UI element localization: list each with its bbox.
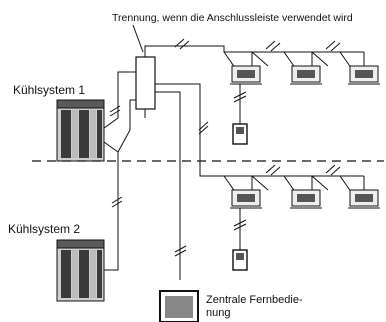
wire-unit2-to-strip xyxy=(103,99,136,271)
central-remote-label-line2: nung xyxy=(206,307,230,319)
indoor-unit-upper-3 xyxy=(348,65,380,85)
indoor-unit-lower-1 xyxy=(230,189,262,209)
indoor-unit-lower-2 xyxy=(290,189,322,209)
indoor-unit-upper-1 xyxy=(230,65,262,85)
terminal-strip xyxy=(135,56,156,110)
remote-control-upper-screen xyxy=(236,127,244,134)
central-remote-control xyxy=(159,290,199,322)
wire-strip-to-lower-group xyxy=(155,83,364,177)
lower-drops xyxy=(223,175,365,197)
separation-note: Trennung, wenn die Anschlussleiste verwe… xyxy=(112,12,353,24)
central-remote-label-line1: Zentrale Fernbedie- xyxy=(206,294,303,306)
wire-strip-to-upper-group xyxy=(144,45,364,57)
indoor-unit-upper-2 xyxy=(290,65,322,85)
outdoor-unit-2 xyxy=(56,239,105,302)
remote-control-lower-screen xyxy=(236,253,244,260)
outdoor-unit-1 xyxy=(56,99,105,162)
system-2-label: Kühlsystem 2 xyxy=(8,222,80,236)
wire-strip-to-central-remote xyxy=(155,91,181,280)
system-1-label: Kühlsystem 1 xyxy=(13,83,85,97)
separation-note-leader xyxy=(132,24,144,53)
wire-tick-marks xyxy=(109,38,341,257)
indoor-unit-lower-3 xyxy=(348,189,380,209)
wire-unit1-to-strip xyxy=(103,71,136,129)
